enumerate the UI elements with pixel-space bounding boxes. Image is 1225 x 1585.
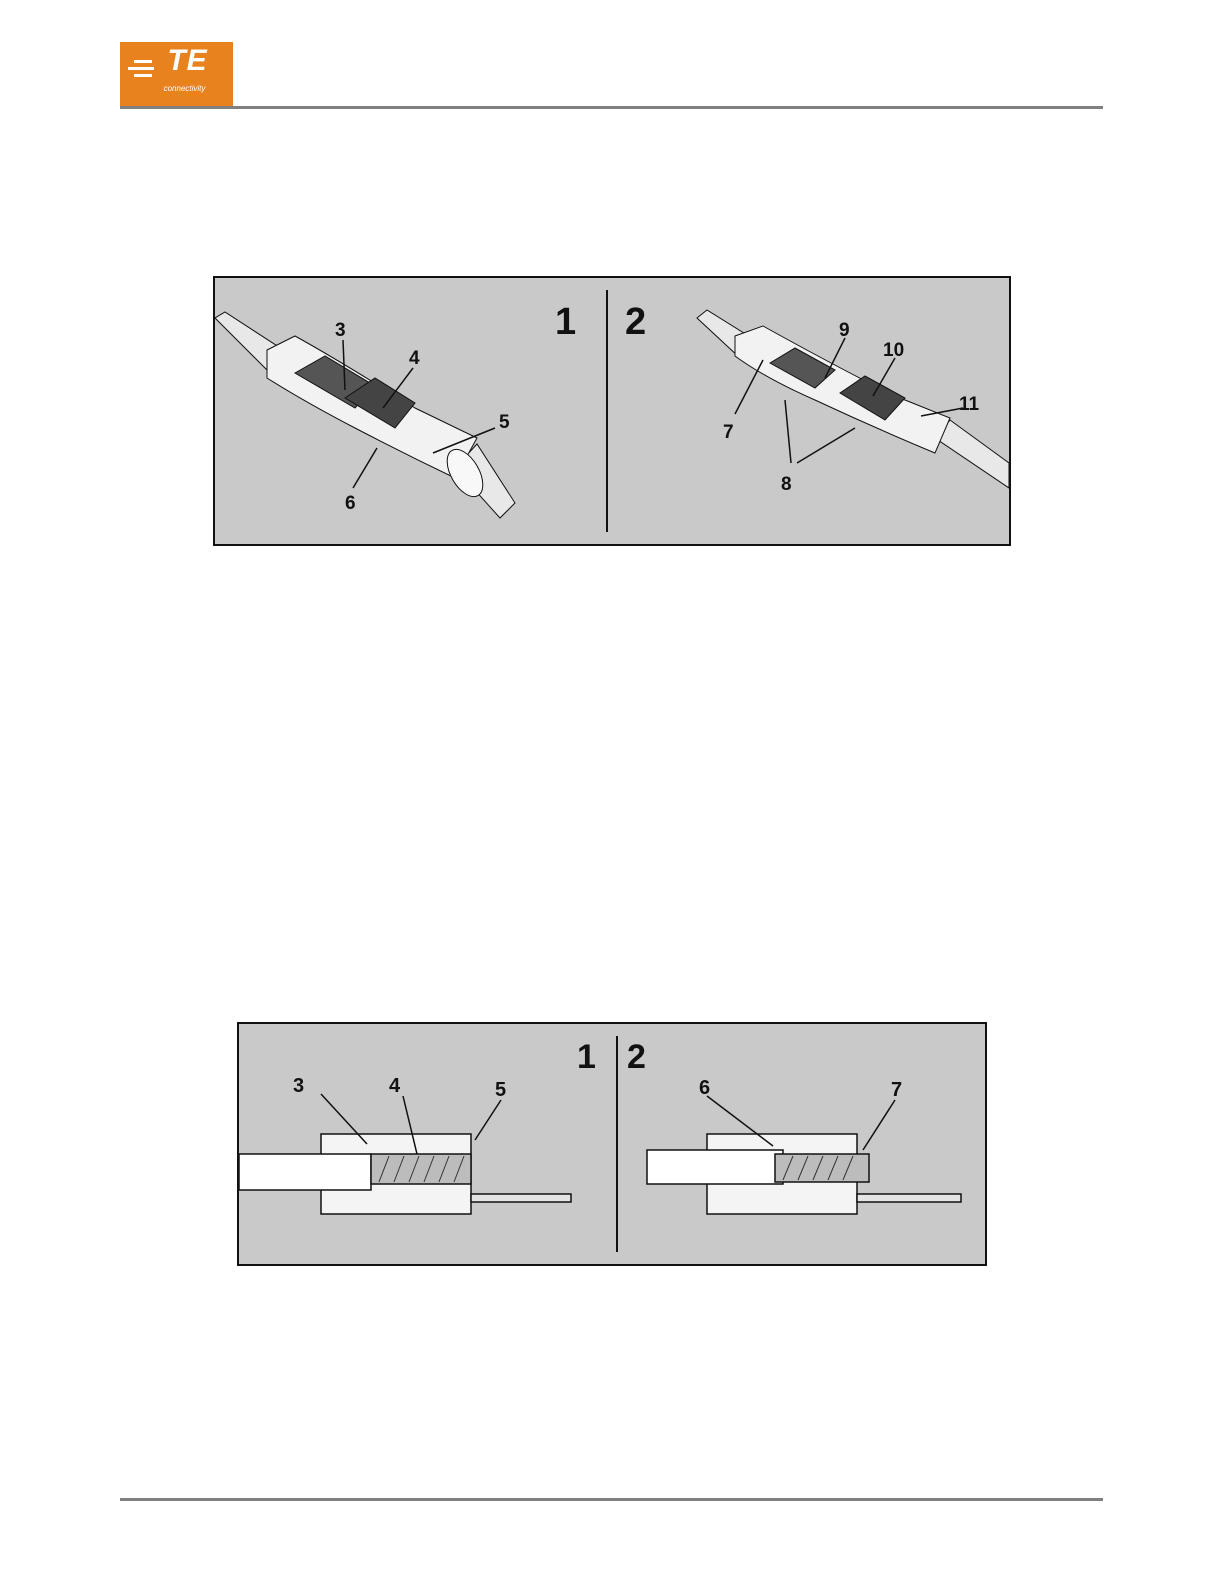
cross-section-panel-1 [239,1134,571,1214]
panel-label-2: 2 [625,301,646,343]
panel-label-1: 1 [555,301,576,343]
callout-7: 7 [723,422,734,443]
callout-9: 9 [839,320,850,341]
logo-brand: TE [120,44,233,78]
callout-11: 11 [959,394,980,415]
callout-5: 5 [499,412,510,433]
callout-6: 6 [345,493,356,514]
footer-rule [120,1498,1103,1501]
cross-section-panel-2 [647,1134,961,1214]
splice-drawing-panel-1 [215,312,515,518]
callout-8: 8 [781,474,792,495]
callout-10: 10 [883,340,904,361]
figure-crimp-cross-section: 1 3 4 5 2 6 7 [237,1022,987,1266]
callout-7: 7 [891,1079,902,1101]
callout-6: 6 [699,1077,710,1099]
te-connectivity-logo: TE connectivity [120,42,233,108]
panel-label-1: 1 [577,1038,596,1076]
panel-label-2: 2 [627,1038,646,1076]
figure-splice-illustration: 1 3 4 5 6 2 7 8 9 10 11 [213,276,1011,546]
callout-5: 5 [495,1079,506,1101]
callout-3: 3 [335,320,346,341]
callout-4: 4 [409,348,420,369]
callout-3: 3 [293,1075,304,1097]
logo-tagline: connectivity [120,84,233,93]
callout-4: 4 [389,1075,401,1097]
header-rule [120,106,1103,109]
